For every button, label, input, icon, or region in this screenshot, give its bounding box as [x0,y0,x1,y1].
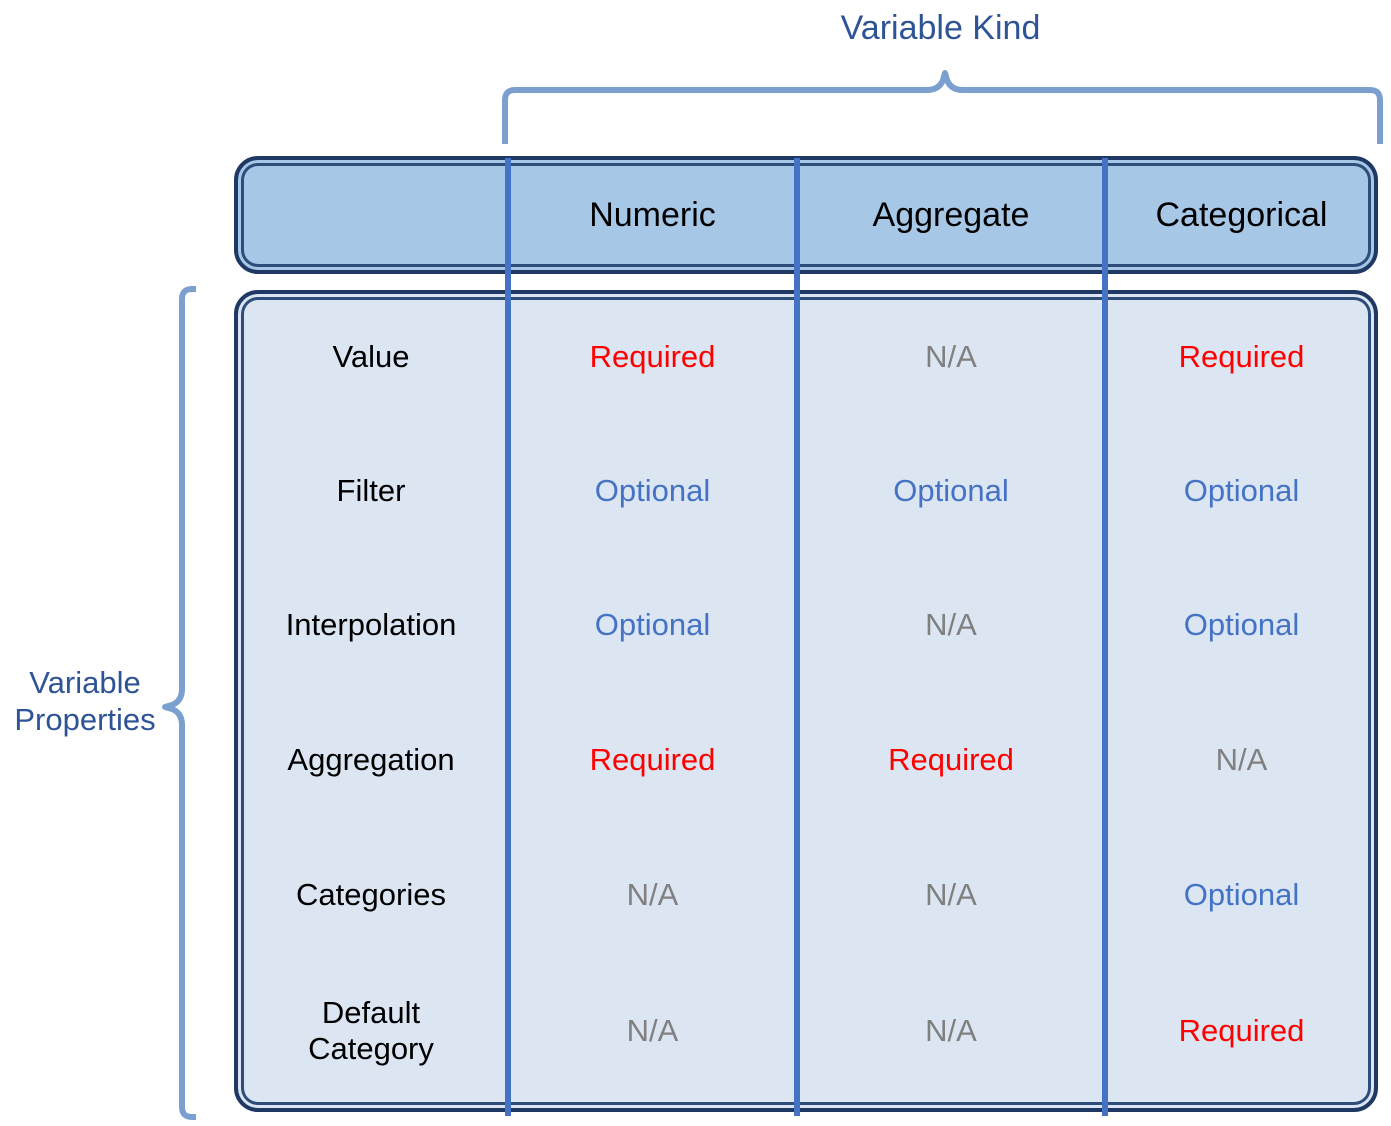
column-header-aggregate: Aggregate [872,195,1030,234]
row-label-interpolation: Interpolation [285,607,457,642]
row-label-categories: Categories [296,877,446,912]
cell-default-category-numeric: N/A [626,1012,679,1048]
column-header-numeric: Numeric [589,195,716,234]
cell-value-categorical: Required [1178,339,1305,374]
cell-aggregation-categorical: N/A [1215,741,1268,777]
cell-categories-numeric: N/A [626,877,679,912]
row-label-default-category-line1: Default [321,994,421,1030]
cell-interpolation-categorical: Optional [1183,607,1300,642]
cell-filter-categorical: Optional [1183,473,1300,508]
matrix-body-panel [234,290,1378,1112]
cell-interpolation-numeric: Optional [594,607,711,642]
cell-value-numeric: Required [589,339,716,374]
column-divider-2 [794,158,800,1116]
row-label-filter: Filter [336,473,406,508]
row-label-value: Value [332,339,410,374]
left-brace [158,285,198,1121]
cell-categories-categorical: Optional [1183,877,1300,912]
left-brace-icon [162,286,196,1120]
left-group-label-variable-properties: Variable Properties [14,665,156,737]
column-divider-3 [1102,158,1108,1116]
cell-aggregation-aggregate: Required [888,741,1014,777]
cell-filter-aggregate: Optional [893,473,1009,508]
top-brace-icon [502,70,1383,144]
top-group-label-variable-kind: Variable Kind [840,9,1041,47]
cell-default-category-aggregate: N/A [925,1012,977,1048]
cell-interpolation-aggregate: N/A [925,607,977,642]
cell-default-category-categorical: Required [1178,1012,1305,1048]
cell-value-aggregate: N/A [925,339,977,374]
column-divider-1 [505,158,511,1116]
cell-aggregation-numeric: Required [589,741,716,777]
cell-filter-numeric: Optional [594,473,711,508]
column-header-panel [234,156,1378,274]
header-corner-cell [234,156,508,274]
cell-categories-aggregate: N/A [925,877,977,912]
row-label-default-category: Default Category [234,963,508,1098]
column-header-categorical: Categorical [1155,195,1328,234]
row-label-aggregation: Aggregation [287,741,455,777]
top-brace [495,66,1390,146]
matrix-grid: Numeric Aggregate Categorical Value Requ… [234,156,1378,1112]
row-label-default-category-line2: Category [308,1030,434,1066]
